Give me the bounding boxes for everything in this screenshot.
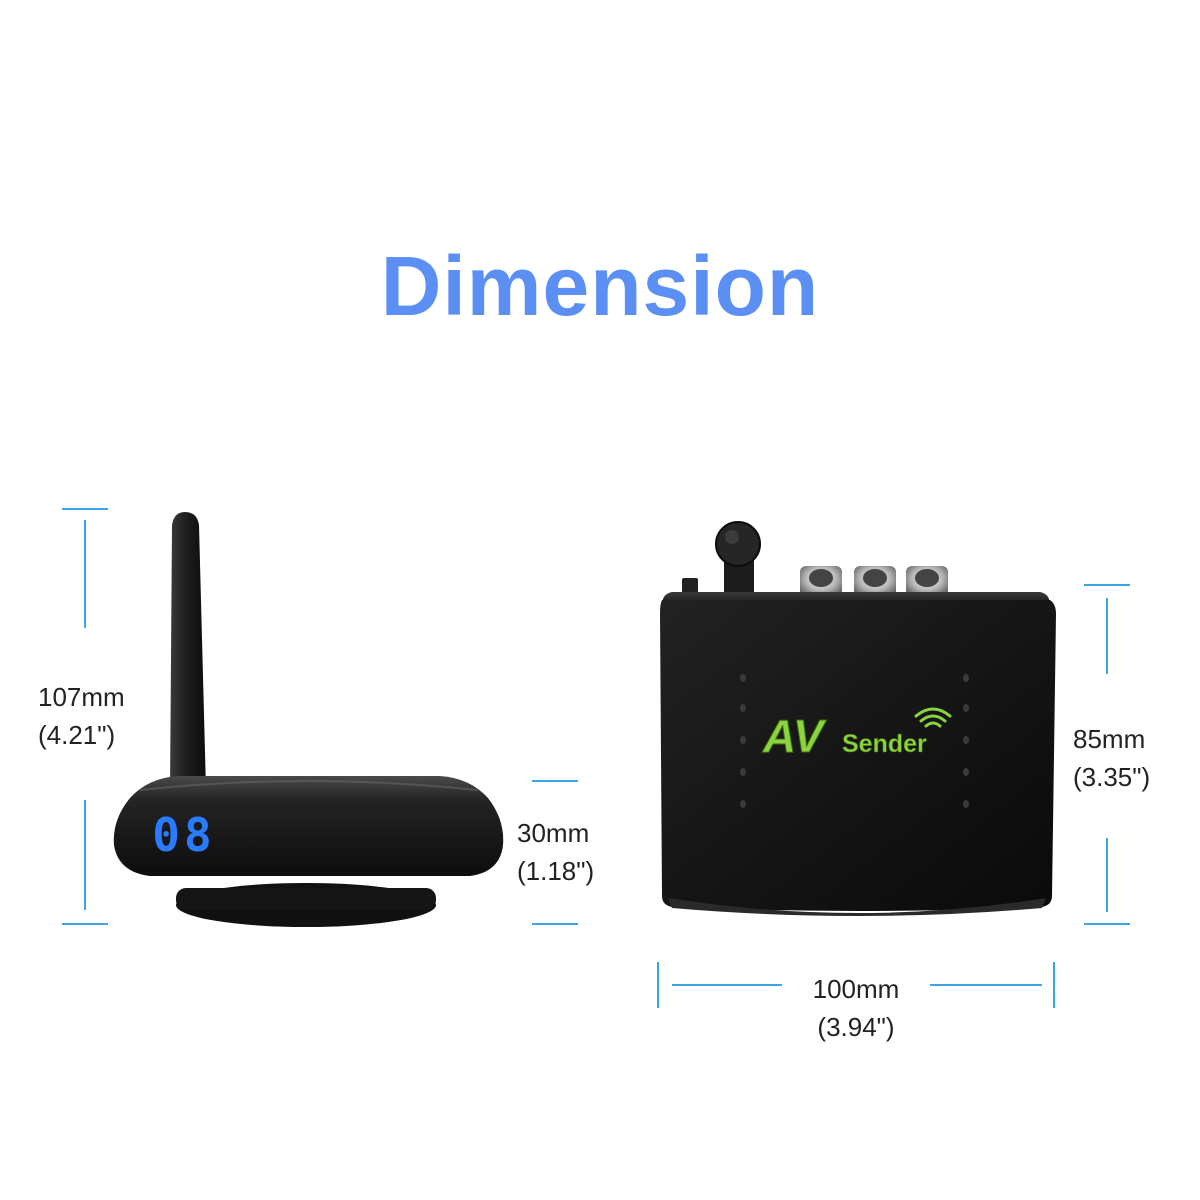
sender-width-label: 100mm (3.94") — [812, 974, 900, 1042]
receiver-height-total-label: 107mm (4.21") — [38, 682, 125, 750]
sender-height-label: 85mm (3.35") — [1073, 724, 1151, 792]
sender-antenna-knob — [715, 521, 761, 567]
sender-height-upper-line — [1106, 598, 1108, 674]
receiver-total-upper-line — [84, 520, 86, 628]
sender-width-right-line — [930, 984, 1042, 986]
sender-vent-left — [740, 674, 746, 808]
sender-height-lower-line — [1106, 838, 1108, 912]
sender-width-left-line — [672, 984, 782, 986]
wifi-icon — [914, 707, 952, 728]
sender-height-bottom-tick — [1084, 923, 1130, 925]
receiver-body-top-tick — [532, 780, 578, 782]
receiver-display-digits: 08 — [152, 808, 215, 862]
sender-body — [660, 600, 1056, 911]
receiver-total-lower-line — [84, 800, 86, 910]
receiver-total-bottom-tick — [62, 923, 108, 925]
sender-rca-jacks — [800, 566, 948, 598]
sender-width-left-tick — [657, 962, 659, 1008]
receiver-body-bottom-tick — [532, 923, 578, 925]
sender-logo: AV Sender — [762, 707, 952, 763]
sender-logo-av: AV — [762, 710, 827, 762]
receiver-device: 08 — [113, 512, 504, 927]
sender-vent-right — [963, 674, 969, 808]
sender-device: AV Sender — [660, 521, 1056, 916]
receiver-antenna — [170, 512, 206, 790]
sender-height-top-tick — [1084, 584, 1130, 586]
receiver-display: 08 — [152, 808, 215, 862]
receiver-height-body-label: 30mm (1.18") — [517, 818, 595, 886]
sender-logo-sender: Sender — [842, 730, 927, 758]
sender-width-right-tick — [1053, 962, 1055, 1008]
page-title: Dimension — [380, 239, 820, 333]
receiver-total-top-tick — [62, 508, 108, 510]
receiver-body — [113, 776, 504, 876]
